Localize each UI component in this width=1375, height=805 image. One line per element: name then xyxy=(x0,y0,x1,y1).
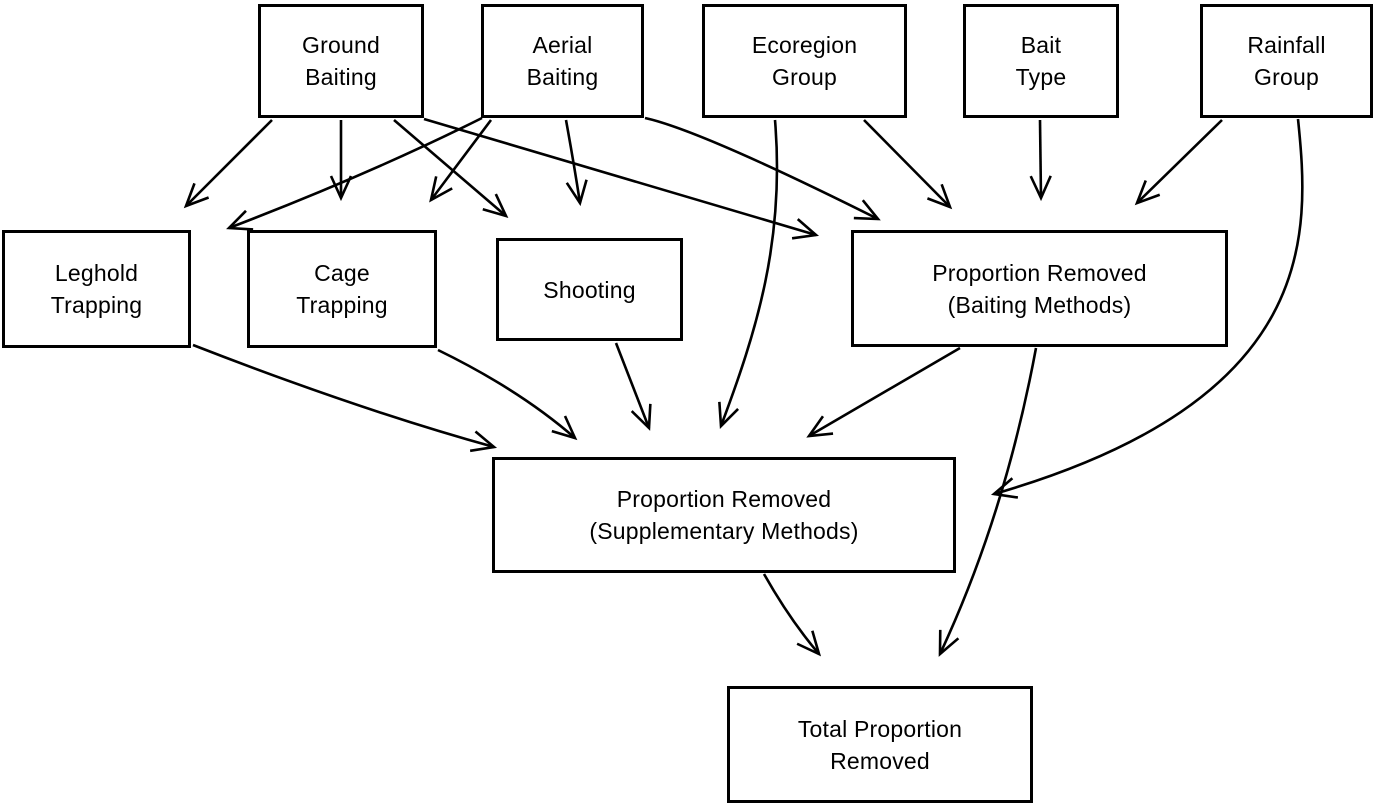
edge-proportion-removed-baiting-to-proportion-removed-supplementary xyxy=(806,346,961,438)
node-proportion-removed-baiting-label: Proportion Removed (Baiting Methods) xyxy=(932,259,1147,318)
edge-aerial-baiting-to-shooting xyxy=(564,119,588,207)
node-proportion-removed-supplementary-label: Proportion Removed (Supplementary Method… xyxy=(589,486,859,544)
node-ecoregion-group: Ecoregion Group xyxy=(702,4,907,118)
edge-ground-baiting-to-shooting xyxy=(393,119,509,219)
node-bait-type-label: Bait Type xyxy=(1015,32,1067,90)
edge-aerial-baiting-to-cage-trapping xyxy=(429,119,493,203)
edge-rainfall-group-to-proportion-removed-supplementary xyxy=(990,118,1304,499)
node-shooting-label: Shooting xyxy=(543,276,636,303)
edge-ecoregion-group-to-proportion-removed-supplementary xyxy=(718,119,779,429)
edge-ground-baiting-to-proportion-removed-baiting xyxy=(423,117,820,240)
node-ecoregion-group-label: Ecoregion Group xyxy=(751,32,858,90)
node-cage-trapping: Cage Trapping xyxy=(247,230,437,348)
edge-aerial-baiting-to-leghold-trapping xyxy=(226,116,483,231)
node-total-proportion-removed-label: Total Proportion Removed xyxy=(797,715,963,774)
node-bait-type: Bait Type xyxy=(963,4,1119,118)
node-shooting: Shooting xyxy=(496,238,683,341)
edge-shooting-to-proportion-removed-supplementary xyxy=(614,342,652,431)
edge-leghold-trapping-to-proportion-removed-supplementary xyxy=(192,343,498,453)
node-proportion-removed-baiting: Proportion Removed (Baiting Methods) xyxy=(851,230,1228,347)
node-aerial-baiting-label: Aerial Baiting xyxy=(526,32,599,90)
edge-proportion-removed-supplementary-to-total-proportion-removed xyxy=(762,573,822,657)
node-rainfall-group: Rainfall Group xyxy=(1200,4,1373,118)
edge-aerial-baiting-to-proportion-removed-baiting xyxy=(644,116,881,221)
node-proportion-removed-supplementary: Proportion Removed (Supplementary Method… xyxy=(492,457,956,573)
node-leghold-trapping: Leghold Trapping xyxy=(2,230,191,348)
edge-ground-baiting-to-leghold-trapping xyxy=(183,119,273,209)
node-rainfall-group-label: Rainfall Group xyxy=(1247,32,1326,90)
edge-ecoregion-group-to-proportion-removed-baiting xyxy=(863,119,953,210)
node-cage-trapping-label: Cage Trapping xyxy=(296,260,388,318)
node-aerial-baiting: Aerial Baiting xyxy=(481,4,644,118)
edge-cage-trapping-to-proportion-removed-supplementary xyxy=(437,348,578,441)
node-ground-baiting: Ground Baiting xyxy=(258,4,424,118)
edge-rainfall-group-to-proportion-removed-baiting xyxy=(1134,119,1223,206)
node-ground-baiting-label: Ground Baiting xyxy=(302,32,380,90)
edge-proportion-removed-baiting-to-total-proportion-removed xyxy=(938,347,1038,657)
edge-bait-type-to-proportion-removed-baiting xyxy=(1029,119,1052,202)
node-total-proportion-removed: Total Proportion Removed xyxy=(727,686,1033,803)
node-leghold-trapping-label: Leghold Trapping xyxy=(50,260,143,318)
